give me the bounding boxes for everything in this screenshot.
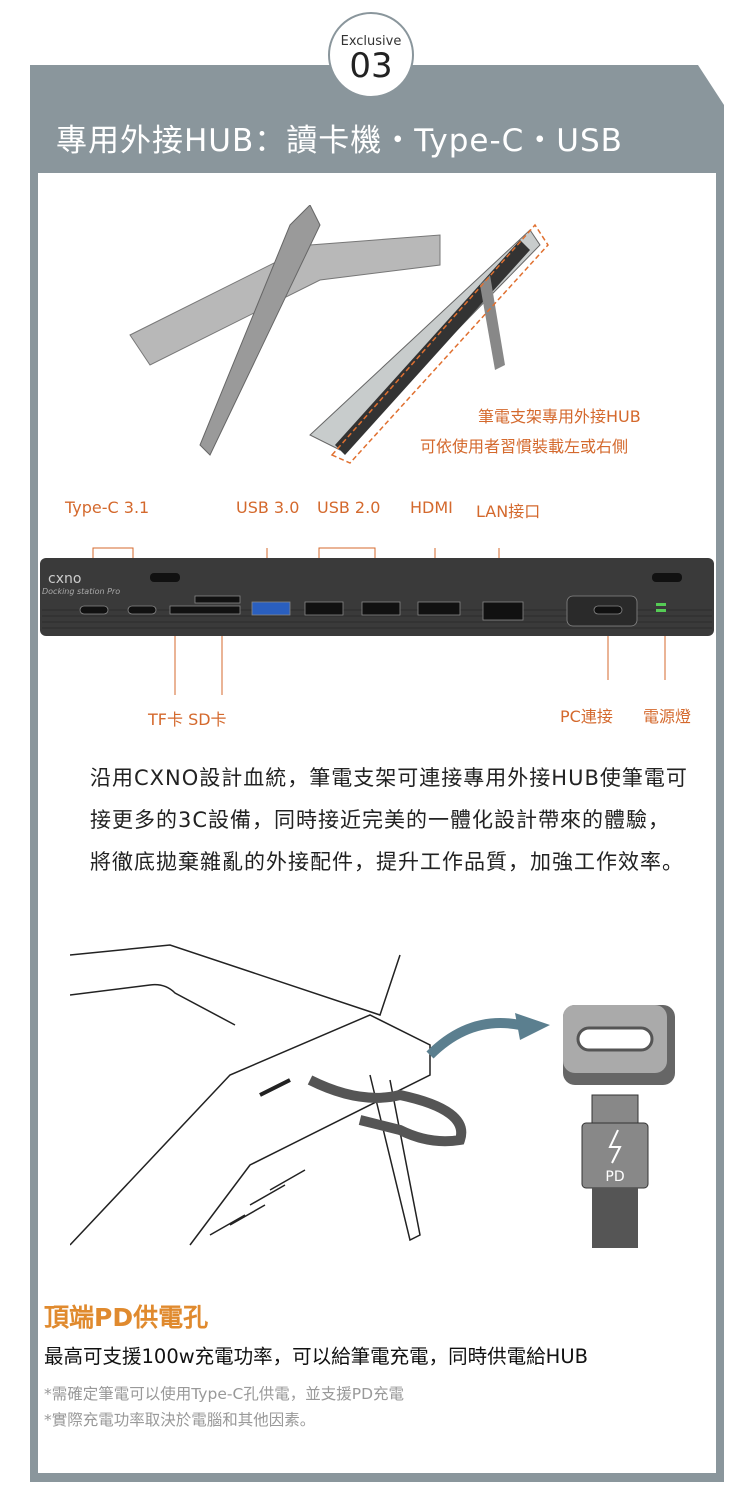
- stand-caption-line1: 筆電支架專用外接HUB: [478, 407, 641, 426]
- stand-caption-line2: 可依使用者習慣裝載左或右側: [420, 437, 629, 456]
- badge-number: 03: [349, 46, 393, 86]
- pd-note-1: *需確定筆電可以使用Type-C孔供電，並支援PD充電: [44, 1385, 405, 1403]
- label-usb2: USB 2.0: [317, 498, 381, 517]
- hub-model: Docking station Pro: [42, 587, 120, 596]
- hub-brand: cxno: [48, 571, 81, 587]
- pd-heading: 頂端PD供電孔: [44, 1303, 209, 1332]
- exclusive-badge: Exclusive 03: [328, 12, 414, 98]
- laptop-stand-illustration: [129, 205, 549, 464]
- description-text: 沿用CXNO設計血統，筆電支架可連接專用外接HUB使筆電可接更多的3C設備，同時…: [90, 766, 688, 874]
- label-usb3: USB 3.0: [236, 498, 300, 517]
- section-title: 專用外接HUB：讀卡機・Type-C・USB: [56, 123, 623, 159]
- pd-port-illustration: PD: [70, 944, 675, 1248]
- label-pc-connect: PC連接: [560, 707, 613, 726]
- docking-hub-illustration: cxno Docking station Pro: [40, 547, 714, 695]
- pd-body: 最高可支援100w充電功率，可以給筆電充電，同時供電給HUB: [44, 1345, 588, 1368]
- label-hdmi: HDMI: [410, 498, 453, 517]
- label-lan: LAN接口: [476, 502, 541, 521]
- label-type-c: Type-C 3.1: [65, 498, 150, 517]
- pd-note-2: *實際充電功率取決於電腦和其他因素。: [44, 1411, 316, 1429]
- label-card-reader: TF卡 SD卡: [148, 710, 227, 729]
- badge-label: Exclusive: [340, 34, 402, 49]
- label-power-light: 電源燈: [643, 707, 692, 726]
- pd-icon-text: PD: [605, 1169, 624, 1185]
